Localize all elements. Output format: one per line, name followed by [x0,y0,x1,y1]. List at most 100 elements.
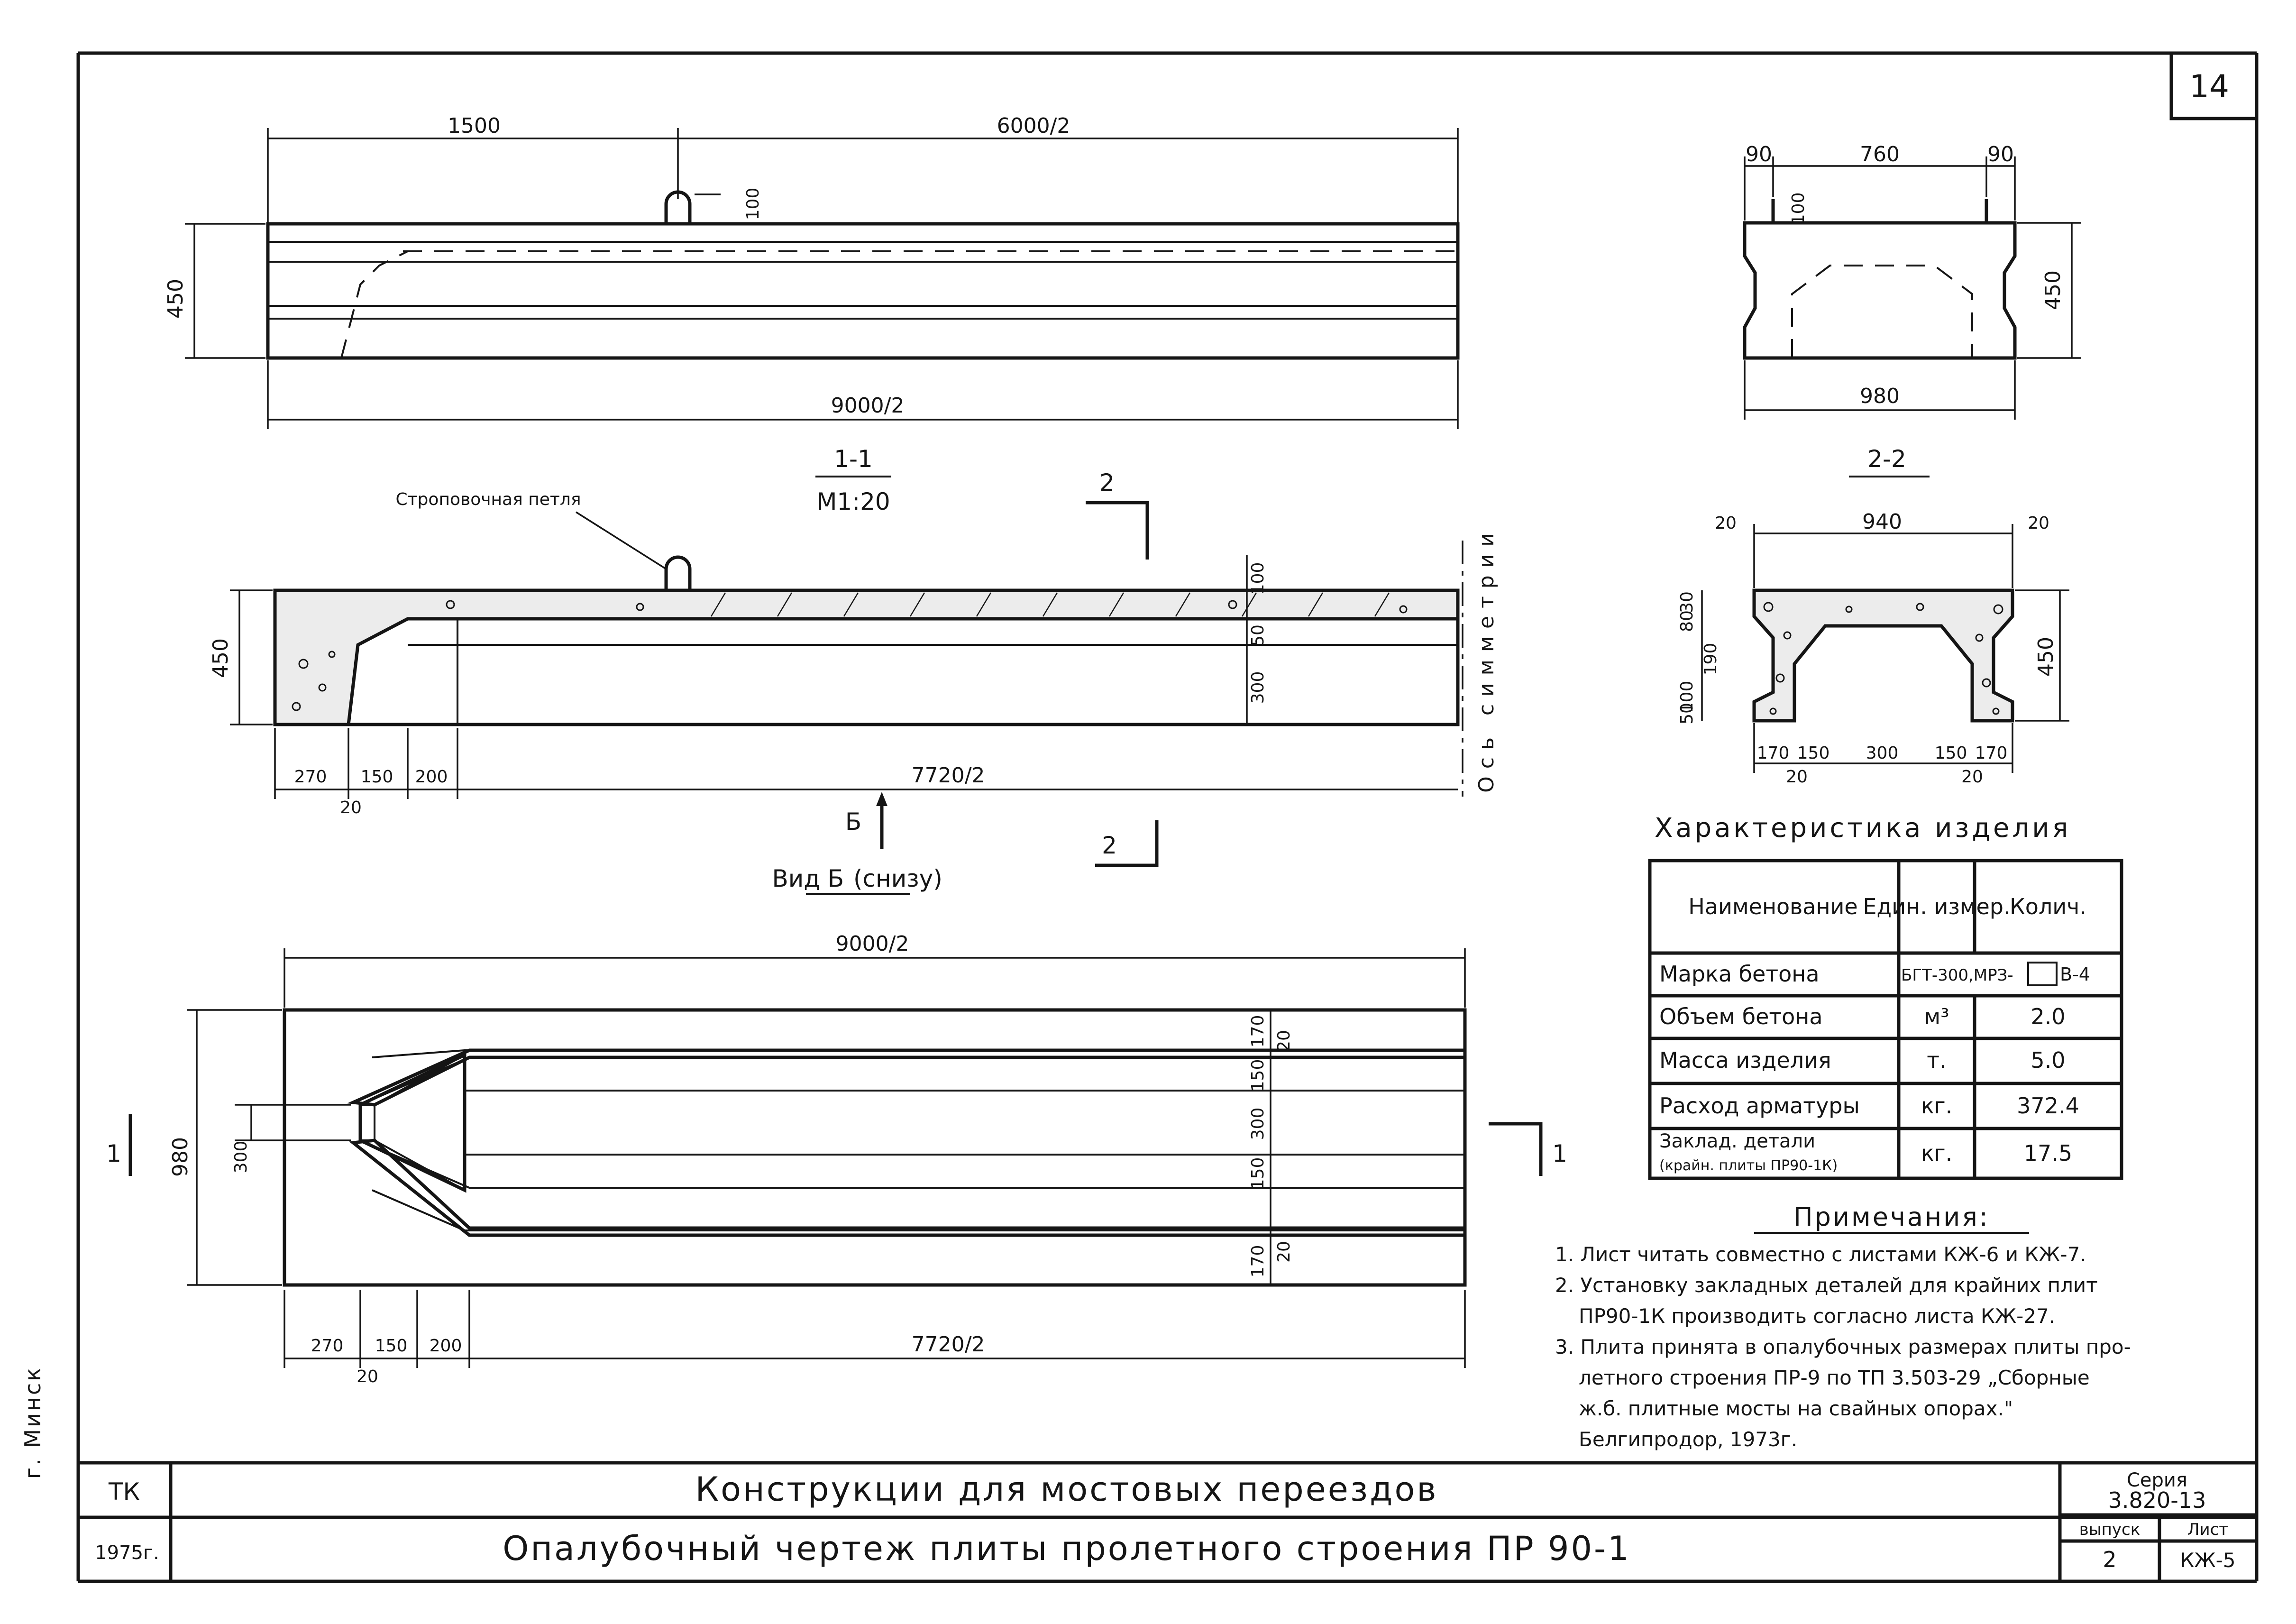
dim-450: 450 [2041,270,2065,310]
dim-200: 200 [415,767,448,787]
end-view-outline [1743,221,2017,360]
dim-200: 200 [430,1336,462,1356]
view-b-edge [349,1138,1467,1237]
issue-value: 2 [2103,1547,2116,1572]
dim-170: 170 [1248,1015,1268,1048]
dim-270: 270 [294,767,327,787]
symmetry-axis-label: Ось симметрии [1474,525,1499,793]
dim-270: 270 [311,1336,344,1356]
dim-1500: 1500 [448,114,501,138]
lifting-loop-label: Строповочная петля [395,490,581,509]
dim-30: 30 [1677,591,1697,613]
dim-20: 20 [1786,767,1808,787]
notes-title: Примечания: [1793,1202,1990,1232]
table-header-unit: Един. измер. [1863,894,2010,919]
issue-label: выпуск [2079,1520,2140,1539]
view-top: 1500 6000/2 100 450 9000/2 [164,114,1460,429]
dim-980: 980 [168,1137,192,1177]
dim-20: 20 [1274,1030,1294,1052]
table-cell-name: Масса изделия [1659,1047,1831,1073]
sheet-corner-number: 14 [2189,68,2229,105]
dim-20: 20 [357,1367,378,1386]
dim-300: 300 [1248,671,1268,704]
table-cell-unit: т. [1927,1047,1946,1073]
cut-mark-2-bottom: 2 [1102,832,1117,859]
dim-150: 150 [1935,743,1967,763]
leader-line [576,511,667,570]
view-end: 90 760 90 100 450 980 [1743,142,2081,420]
cut-mark-1-right: 1 [1552,1140,1567,1167]
table-cell-qty: 5.0 [2031,1047,2065,1073]
note-line: Белгипродор, 1973г. [1579,1428,1797,1451]
section-2-2-title: 2-2 [1867,445,1906,473]
dim-20: 20 [340,798,362,817]
section-2-2: 2-2 20 940 20 30 80 190 100 50 450 [1677,445,2069,787]
dim-7720-2: 7720/2 [912,763,985,788]
dim-450: 450 [209,638,233,678]
table-cell-name: Заклад. детали [1659,1130,1815,1152]
dim-170: 170 [1975,743,2008,763]
note-line: 3. Плита принята в опалубочных размерах … [1555,1335,2131,1358]
dim-980: 980 [1860,384,1900,408]
dim-20: 20 [1274,1241,1294,1263]
section-1-1: 1-1 М1:20 Строповочная петля [209,445,1499,849]
cut-mark-2-top: 2 [1099,469,1115,496]
sheet-label: Лист [2187,1520,2228,1539]
end-view-hidden-void [1791,265,1973,358]
cut-mark-line [1095,820,1159,867]
view-b-outer-line [372,1189,1465,1231]
top-view-hidden-end [340,250,408,358]
table-cell-value: В-4 [2060,964,2090,985]
table-cell-value: БГТ-300,МРЗ- [1901,966,2013,985]
cut-mark-1-left: 1 [106,1140,121,1167]
dim-90-right: 90 [1987,142,2014,166]
characteristics-title: Характеристика изделия [1655,813,2071,844]
dim-loop-100: 100 [743,188,763,220]
note-line: ПР90-1К производить согласно листа КЖ-27… [1579,1304,2055,1328]
view-b-title: Вид Б [772,865,844,892]
top-view-outline [266,222,1460,360]
section-lifting-loop [664,555,692,590]
table-cell-name: Марка бетона [1659,961,1820,987]
dim-170: 170 [1757,743,1790,763]
title-block-sub: Опалубочный чертеж плиты пролетного стро… [503,1529,1631,1568]
dim-20-right: 20 [2028,514,2049,533]
dim-9000-2: 9000/2 [831,394,905,418]
view-b-end-inner [360,1104,375,1141]
cut-mark-line [1086,501,1149,560]
dim-90-left: 90 [1746,142,1772,166]
view-b: Вид Б (снизу) 2 9000/2 980 300 170 [106,820,1567,1386]
dim-760: 760 [1860,142,1900,166]
dim-450: 450 [164,279,188,319]
dim-300: 300 [1866,743,1899,763]
section-1-1-hatching [292,592,1408,711]
view-arrow-head [876,792,887,806]
table-outline [1648,859,2123,1180]
view-arrow-label: Б [845,808,861,835]
table-cell-unit: м³ [1924,1004,1949,1029]
series-label: Серия [2127,1469,2187,1491]
dim-150: 150 [1797,743,1830,763]
dim-20-left: 20 [1715,514,1737,533]
dim-300-left: 300 [231,1141,251,1174]
series-value: 3.820-13 [2108,1487,2206,1513]
note-line: ж.б. плитные мосты на свайных опорах." [1579,1397,2013,1420]
dim-80: 80 [1677,610,1697,632]
sheet-value: КЖ-5 [2180,1549,2236,1572]
section-1-1-void [347,617,1460,726]
dim-300: 300 [1248,1108,1268,1140]
note-line: 1. Лист читать совместно с листами КЖ-6 … [1555,1243,2086,1266]
dim-150: 150 [361,767,393,787]
cut-mark-line [1489,1122,1543,1176]
dim-100: 100 [1677,681,1697,714]
dim-150: 150 [375,1336,408,1356]
sheet-frame: 14 [76,51,2259,1583]
table-cell-qty: 17.5 [2024,1140,2072,1166]
view-b-inner-void [359,1056,1466,1189]
dim-50: 50 [1677,703,1697,725]
view-b-line [374,1139,465,1191]
title-block: ТК 1975г. Конструкции для мостовых перее… [20,1366,2257,1581]
margin-city: г. Минск [20,1366,46,1479]
dim-20: 20 [1961,767,1983,787]
